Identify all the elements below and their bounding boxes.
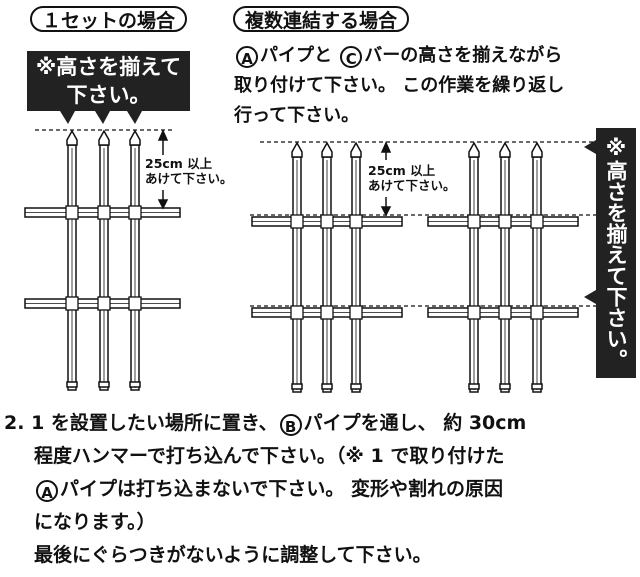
circle-b-label: B (279, 414, 302, 436)
single-banner-line2: 下さい。 (66, 83, 151, 107)
footer-step-number: 2. (4, 412, 25, 434)
heading-multi-text: 複数連結する場合 (245, 10, 398, 32)
right-clips (290, 214, 544, 320)
left-clearance-line1: 25cm 以上 (145, 156, 213, 171)
multi-instr-part2: バーの高さを揃えながら (364, 45, 563, 66)
heading-multiple: 複数連結する場合 (233, 6, 410, 32)
side-height-banner: ※高さを揃えて下さい。 (596, 128, 636, 378)
left-clearance-line2: あけて下さい。 (145, 171, 233, 186)
footer-circle-a-label: A (36, 480, 58, 502)
left-bars (24, 207, 181, 309)
right-clearance-line2: あけて下さい。 (368, 178, 456, 193)
circle-a-label: A (236, 46, 258, 68)
side-banner-text: ※高さを揃えて下さい。 (604, 136, 628, 370)
single-height-banner: ※高さを揃えて 下さい。 (27, 51, 190, 111)
multi-instruction-line3: 行って下さい。 (234, 105, 360, 126)
footer-line5: 最後にぐらつきがないように調整して下さい。 (34, 544, 432, 566)
heading-single-set: １セットの場合 (30, 6, 188, 32)
right-clearance-line1: 25cm 以上 (368, 163, 436, 178)
footer-line1-a: 1 を設置したい場所に置き、 (31, 412, 278, 434)
left-pipes (66, 129, 141, 391)
footer-line3-text: パイプは打ち込まないで下さい。 変形や割れの原因 (60, 478, 504, 500)
heading-single-text: １セットの場合 (42, 10, 176, 32)
footer-line1-b: パイプを通し、 約 30cm (303, 412, 527, 434)
multi-instr-part1: パイプと (260, 45, 332, 66)
multi-instruction-line2: 取り付けて下さい。 この作業を繰り返し (234, 75, 565, 96)
footer-line2: 程度ハンマーで打ち込んで下さい。（※ 1 で取り付けた (34, 445, 505, 467)
left-clips (65, 205, 142, 311)
right-bars (251, 216, 579, 318)
single-banner-line1: ※高さを揃えて (35, 55, 182, 79)
footer-line4: になります。） (34, 511, 156, 533)
circle-c-label: C (340, 46, 363, 68)
